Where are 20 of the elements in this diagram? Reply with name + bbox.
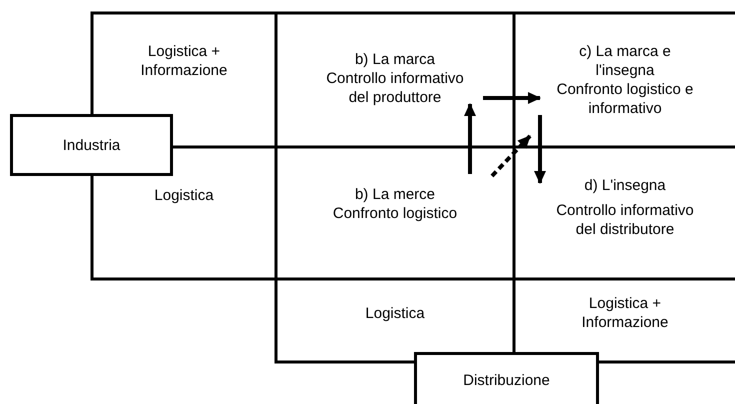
arrow [483, 92, 541, 104]
node-text: Confronto logistico [332, 204, 458, 223]
node-text: Industria [62, 136, 120, 155]
process-box [10, 114, 173, 176]
node-text: Controllo informativo del produttore [325, 69, 465, 107]
process-box [414, 352, 599, 404]
node-text: b) La merce [354, 185, 436, 204]
node-text: Controllo informativo del distributore [555, 201, 695, 239]
arrow [490, 134, 532, 178]
node-text: Logistica [365, 304, 425, 323]
node-text: b) La marca [354, 50, 436, 69]
node-text: Confronto logistico e informativo [556, 80, 694, 118]
node-text: Logistica [154, 186, 214, 205]
node-text: c) La marca e l'insegna [578, 42, 672, 80]
node-text: Distribuzione [463, 371, 550, 390]
arrow [534, 115, 546, 184]
arrow [464, 103, 476, 174]
node-text: Logistica + Informazione [140, 42, 228, 80]
node-text: Logistica + Informazione [580, 294, 670, 332]
node-text: d) L'insegna [584, 176, 666, 195]
